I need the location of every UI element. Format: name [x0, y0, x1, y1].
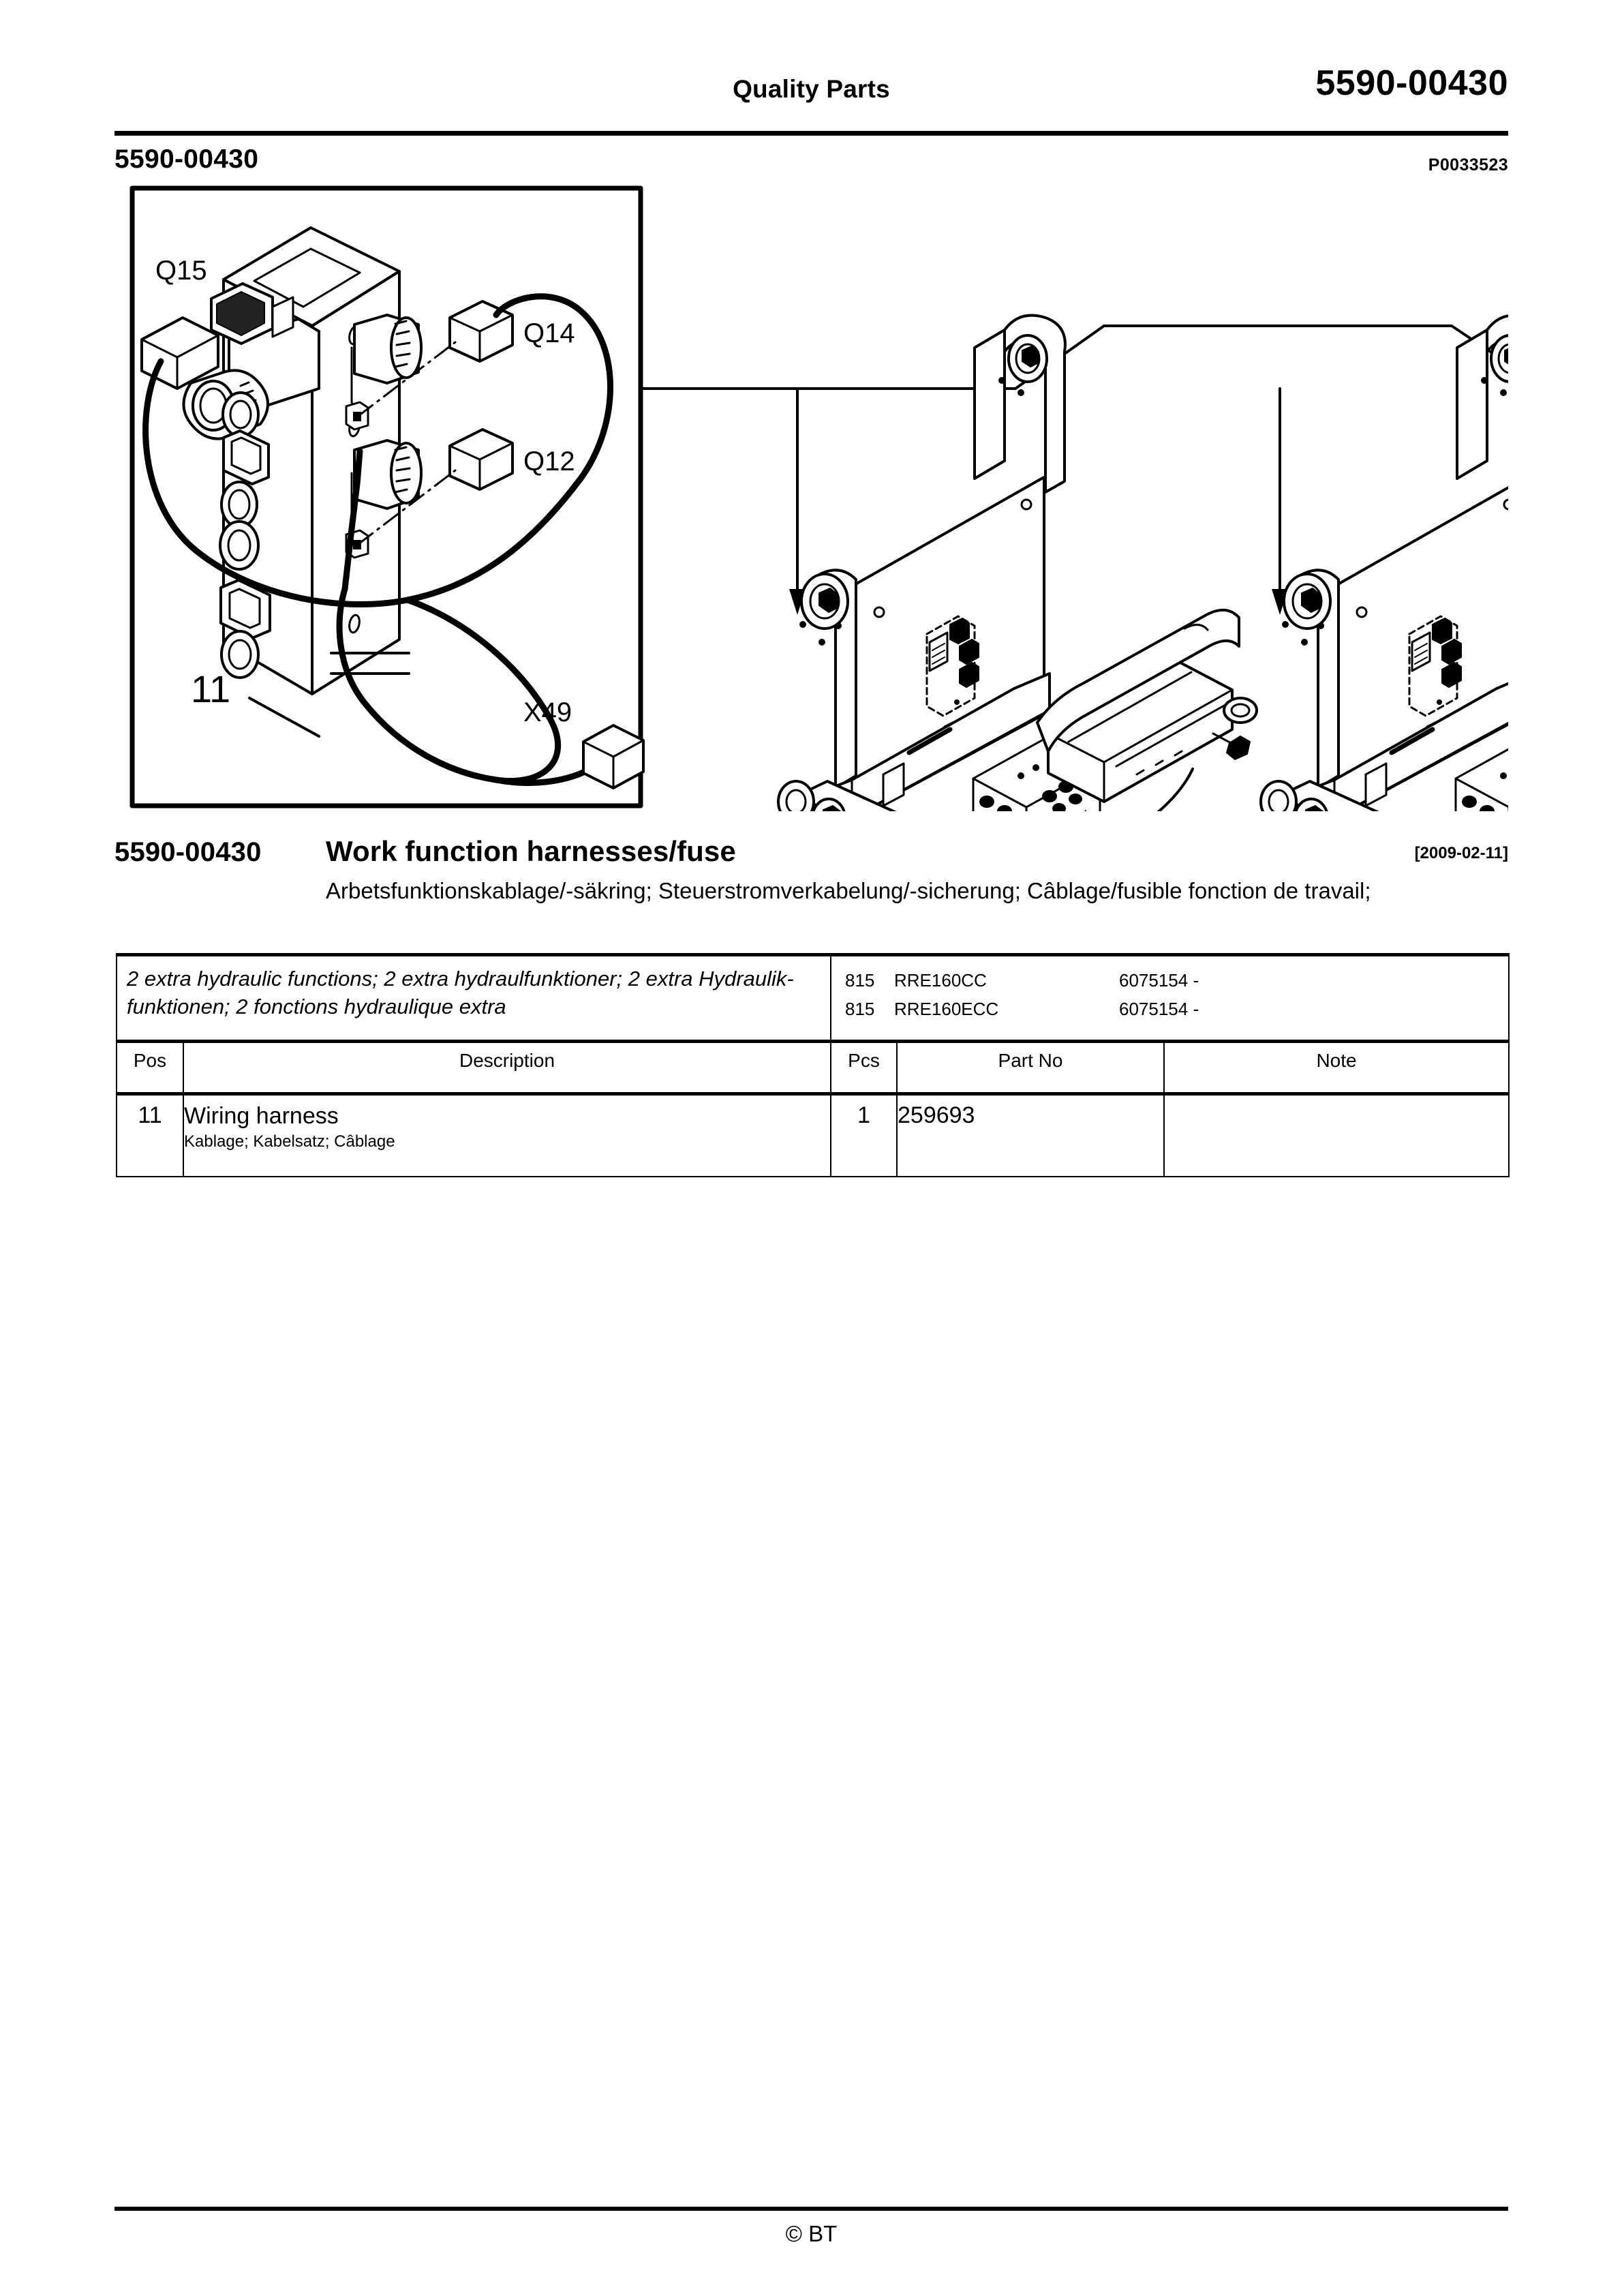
- block-fittings: [219, 391, 271, 679]
- cell-note: [1163, 1093, 1510, 1177]
- section-translations: Arbetsfunktionskablage/-säkring; Steuers…: [326, 878, 1371, 903]
- pos-11-leader: [248, 697, 320, 738]
- wiring-harness-cable: [142, 293, 613, 786]
- figure-id: P0033523: [1428, 155, 1508, 175]
- column-header-description: Description: [183, 1040, 831, 1096]
- cell-pcs: 1: [830, 1093, 898, 1177]
- variant-model-line: 815 RRE160ECC 6075154 -: [845, 995, 1508, 1023]
- footer-divider-rule: [114, 2207, 1508, 2211]
- variant-row: 2 extra hydraulic functions; 2 extra hyd…: [116, 953, 1510, 1042]
- header-document-number: 5590-00430: [1315, 63, 1508, 103]
- machine-illustration-right: [1259, 314, 1508, 811]
- variant-model-serial: 6075154 -: [1119, 999, 1199, 1019]
- table-row[interactable]: 11 Wiring harness Kablage; Kabelsatz; Câ…: [116, 1093, 1510, 1177]
- break-marks: [330, 652, 410, 675]
- description-translations: Kablage; Kabelsatz; Câblage: [184, 1132, 395, 1151]
- callout-label-q12: Q12: [523, 447, 575, 477]
- q12-connector: [448, 428, 514, 491]
- description-main: Wiring harness: [184, 1103, 339, 1129]
- variant-model-name: RRE160CC: [894, 970, 987, 991]
- variant-model-code: 815: [845, 999, 875, 1019]
- header-divider-rule: [114, 131, 1508, 136]
- cell-part-no: 259693: [896, 1093, 1165, 1177]
- illustration-area: Q15 Q14 Q12 X49 11: [114, 184, 1508, 811]
- cell-description: Wiring harness Kablage; Kabelsatz; Câbla…: [183, 1093, 831, 1177]
- x49-connector: [582, 724, 645, 789]
- parts-diagram: Q15 Q14 Q12 X49 11: [129, 185, 1508, 811]
- variant-description: 2 extra hydraulic functions; 2 extra hyd…: [127, 967, 794, 1018]
- column-header-part-no: Part No: [896, 1040, 1165, 1096]
- variant-description-cell: 2 extra hydraulic functions; 2 extra hyd…: [116, 953, 831, 1042]
- machine-illustration-left: [777, 314, 1258, 811]
- variant-models-cell: 815 RRE160CC 6075154 - 815 RRE160ECC 607…: [829, 953, 1510, 1042]
- variant-model-serial: 6075154 -: [1119, 970, 1199, 991]
- variant-model-code: 815: [845, 970, 875, 991]
- valve-bank-right: [1454, 748, 1508, 811]
- leader-lines: [357, 341, 457, 545]
- section-code: 5590-00430: [114, 837, 262, 867]
- callout-label-q14: Q14: [523, 318, 575, 348]
- callout-label-q15: Q15: [155, 256, 207, 286]
- callout-label-pos-11: 11: [191, 667, 230, 710]
- column-header-pcs: Pcs: [830, 1040, 898, 1096]
- cell-pos: 11: [116, 1093, 184, 1177]
- section-name: Work function harnesses/fuse: [326, 835, 736, 867]
- group-code: 5590-00430: [114, 145, 259, 174]
- footer-copyright: © BT: [785, 2221, 838, 2246]
- column-header-note: Note: [1163, 1040, 1510, 1096]
- detail-connector-lines: [639, 324, 1494, 615]
- variant-model-name: RRE160ECC: [894, 999, 999, 1019]
- header-title: Quality Parts: [733, 75, 890, 103]
- section-revision-date: [2009-02-11]: [1414, 844, 1508, 862]
- column-header-pos: Pos: [116, 1040, 184, 1096]
- variant-model-line: 815 RRE160CC 6075154 -: [845, 966, 1508, 995]
- page-header: Quality Parts 5590-00430: [114, 63, 1508, 130]
- callout-label-x49: X49: [523, 697, 572, 727]
- parts-table: 2 extra hydraulic functions; 2 extra hyd…: [116, 953, 1510, 1177]
- table-header-row: Pos Description Pcs Part No Note: [116, 1040, 1510, 1096]
